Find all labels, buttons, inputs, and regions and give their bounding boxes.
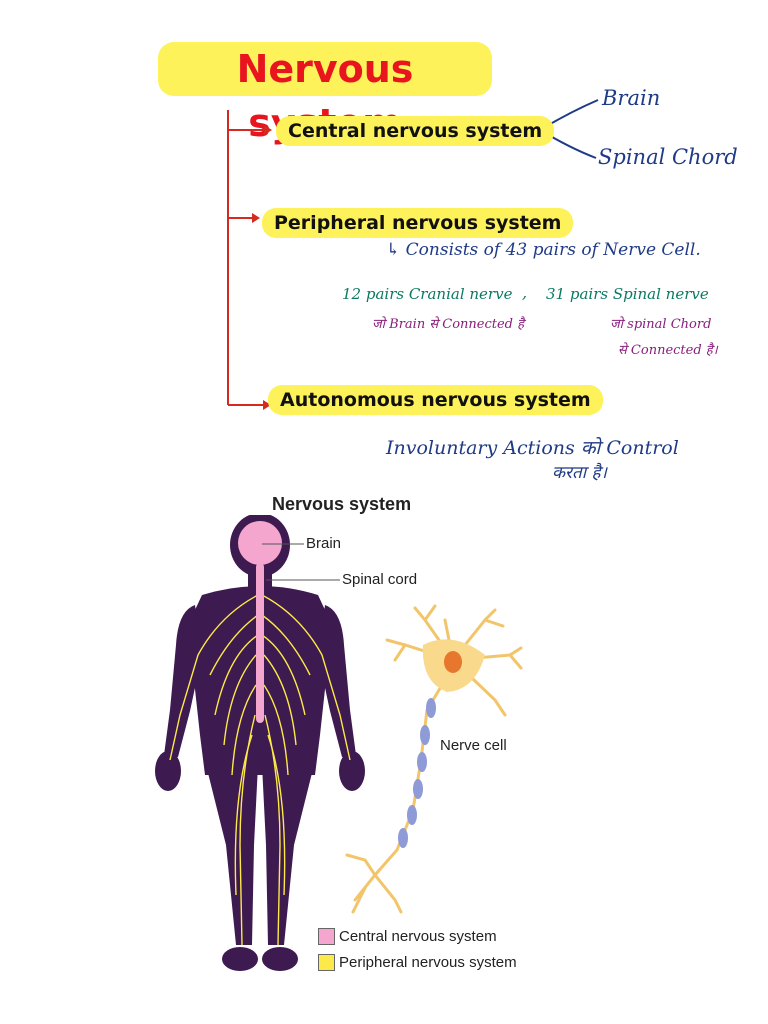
- brain-label: Brain: [306, 535, 342, 552]
- brain-part: Brain: [602, 86, 661, 110]
- legend-label-peripheral: Peripheral nervous system: [339, 954, 517, 971]
- spinal-cord-label: Spinal cord: [342, 571, 418, 588]
- nerve-cell-label: Nerve cell: [440, 737, 507, 754]
- spinal-nerve-description-line2: से Connected है।: [618, 343, 718, 358]
- spinal-chord-part: Spinal Chord: [598, 145, 738, 169]
- autonomous-nervous-system-label: Autonomous nervous system: [268, 385, 603, 415]
- autonomous-note-line1: Involuntary Actions को Control: [386, 437, 679, 459]
- branch-connectors: [227, 99, 599, 410]
- peripheral-nervous-system-label: Peripheral nervous system: [262, 208, 574, 238]
- separator-comma: ,: [522, 283, 528, 302]
- cranial-nerve-count: 12 pairs Cranial nerve: [342, 285, 513, 303]
- legend-swatch-central: [318, 928, 335, 945]
- central-nervous-system-label: Central nervous system: [276, 116, 555, 146]
- spinal-cord-shape: [256, 563, 264, 723]
- human-body-figure: [155, 515, 365, 971]
- cranial-nerve-description: जो Brain से Connected है: [372, 317, 525, 332]
- autonomous-note-line2: करता है।: [552, 463, 607, 483]
- legend-item-peripheral: Peripheral nervous system: [318, 954, 517, 971]
- peripheral-nerves: [169, 594, 351, 946]
- legend-swatch-peripheral: [318, 954, 335, 971]
- legend-item-central: Central nervous system: [318, 928, 517, 945]
- spinal-nerve-description-line1: जो spinal Chord: [610, 317, 712, 332]
- diagram-title: Nervous system: [272, 494, 412, 514]
- spinal-nerve-count: 31 pairs Spinal nerve: [546, 285, 709, 303]
- legend: Central nervous system Peripheral nervou…: [318, 928, 517, 971]
- peripheral-note: ↳ Consists of 43 pairs of Nerve Cell.: [386, 240, 701, 260]
- legend-label-central: Central nervous system: [339, 928, 497, 945]
- brain-shape: [238, 521, 282, 565]
- nerve-cell-illustration: [345, 604, 523, 914]
